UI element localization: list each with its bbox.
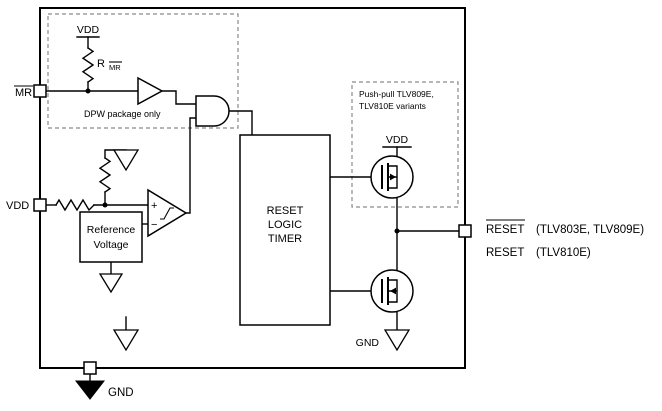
and-output-wire: [228, 110, 253, 136]
dpw-package-note: DPW package only: [84, 109, 161, 119]
reset-row1-signal-label: RESET: [486, 224, 524, 236]
output-vdd-label: VDD: [386, 134, 409, 146]
mr-pin-label: MR: [15, 87, 32, 99]
push-pull-note-line1: Push-pull TLV809E,: [359, 89, 434, 99]
reference-box-line2: Voltage: [93, 239, 128, 251]
push-pull-dashed-box: [351, 81, 459, 208]
hysteresis-icon: [160, 207, 174, 220]
reset-row2-variants-label: (TLV810E): [536, 247, 591, 259]
comparator-output-wire: [185, 117, 197, 214]
buffer-output-wire: [161, 90, 197, 105]
timer-box-line1: RESET: [267, 205, 304, 217]
pullup-resistor-subscript: MR: [109, 63, 121, 72]
output-gnd-label: GND: [356, 337, 380, 349]
and-gate-icon: [195, 95, 230, 127]
vdd-pin-label: VDD: [6, 200, 29, 212]
pmos-transistor-icon: [370, 155, 414, 199]
dpw-package-dashed-box: [47, 13, 239, 129]
nmos-transistor-icon: [370, 269, 414, 313]
nmos-arrow: [390, 287, 396, 295]
pullup-resistor: [81, 47, 95, 83]
comparator-minus-label: −: [151, 219, 157, 231]
gnd-pin: [83, 361, 97, 375]
output-junction-dot: [394, 228, 400, 234]
reset-row2-signal-label: RESET: [486, 247, 524, 259]
gnd-pin-label: GND: [108, 387, 134, 399]
mr-buffer-icon: [137, 76, 164, 106]
reference-voltage-box: [79, 211, 143, 263]
divider-ground-icon: [112, 149, 140, 172]
gnd-pin-ground-icon: [74, 380, 106, 400]
mr-pin: [33, 84, 47, 98]
reset-row1-variants-label: (TLV803E, TLV809E): [536, 224, 644, 236]
device-boundary-box: [39, 7, 466, 369]
pullup-resistor-label: R: [97, 58, 105, 70]
timer-box-line3: TIMER: [268, 233, 302, 245]
internal-ground-icon: [112, 329, 140, 352]
series-resistor: [55, 198, 95, 212]
mr-pullup-junction-dot: [85, 88, 91, 94]
reset-output-pin: [458, 224, 472, 238]
divider-resistor: [98, 157, 112, 193]
divider-junction-dot: [102, 202, 108, 208]
push-pull-note-line2: TLV810E variants: [359, 101, 426, 111]
pmos-arrow: [390, 173, 396, 181]
reference-box-line1: Reference: [87, 224, 136, 236]
vdd-pin: [33, 198, 47, 212]
pullup-vdd-label: VDD: [77, 24, 100, 36]
timer-box-line2: LOGIC: [268, 219, 302, 231]
reference-ground-icon: [98, 273, 124, 294]
reset-logic-timer-box: [239, 134, 331, 326]
comparator-plus-label: +: [151, 200, 157, 212]
nmos-ground-icon: [383, 329, 411, 352]
